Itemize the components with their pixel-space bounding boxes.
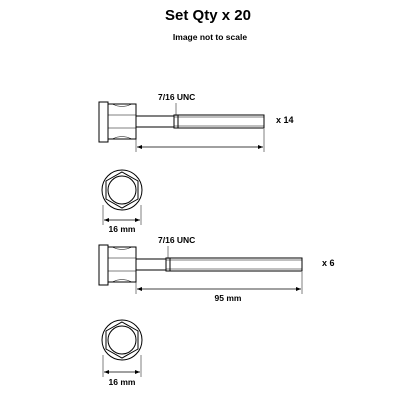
scale-note: Image not to scale — [173, 32, 247, 42]
bolt-1-length-dimension — [135, 129, 265, 152]
bolt-1-end-view — [101, 169, 143, 211]
bolt-1-side-view — [98, 101, 265, 143]
bolt-1-quantity: x 14 — [276, 115, 294, 125]
bolt-2-head-width-label: 16 mm — [109, 377, 136, 387]
bolt-2-head-dimension — [102, 355, 142, 377]
bolt-2-thread-label: 7/16 UNC — [158, 235, 195, 245]
bolt-2-length-label: 95 mm — [215, 293, 242, 303]
bolt-2-length-dimension — [135, 272, 303, 294]
bolt-1-head-width-label: 16 mm — [109, 224, 136, 234]
bolt-2-end-view — [101, 319, 143, 361]
bolt-2-quantity: x 6 — [322, 258, 335, 268]
title: Set Qty x 20 — [165, 7, 251, 24]
bolt-2-side-view — [98, 244, 303, 286]
bolt-1-head-dimension — [102, 205, 142, 225]
bolt-1-thread-label: 7/16 UNC — [158, 92, 195, 102]
